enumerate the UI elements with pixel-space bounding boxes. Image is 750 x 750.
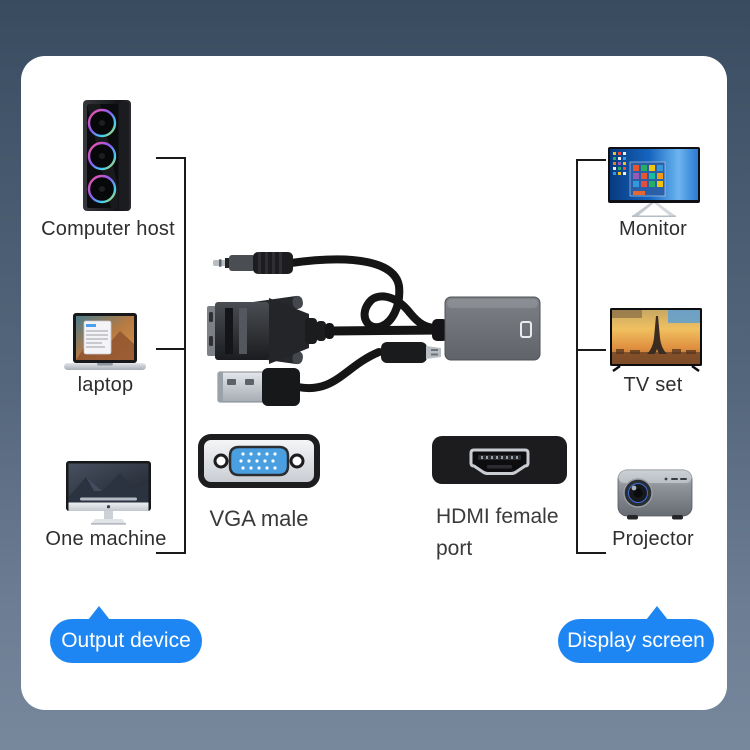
- output-device-badge: Output device: [50, 606, 202, 663]
- device-label-one-machine: One machine: [45, 528, 167, 550]
- desktop-icon-grid: [613, 152, 626, 175]
- vga-to-hdmi-adapter-cable-icon: [207, 252, 541, 406]
- left-bracket-tick-computer-host: [156, 157, 186, 159]
- left-bracket-vertical-line: [184, 157, 186, 554]
- right-bracket-tick-monitor: [576, 159, 606, 161]
- hdmi-female-label: HDMI female port: [436, 505, 559, 560]
- audio-cable: [287, 255, 441, 332]
- display-badge-pointer-icon: [646, 606, 668, 620]
- vga-male-label: VGA male: [209, 506, 309, 531]
- tv-icon: [610, 308, 702, 372]
- laptop-icon: [64, 313, 146, 370]
- device-label-monitor: Monitor: [618, 218, 688, 240]
- display-screen-badge: Display screen: [558, 606, 714, 663]
- hdmi-female-port-icon: [432, 436, 567, 484]
- right-bracket-tick-tv: [576, 349, 606, 351]
- micro-usb-plug: [381, 342, 441, 363]
- vga-male-port-icon: [198, 434, 320, 488]
- device-label-computer-host: Computer host: [41, 218, 175, 240]
- right-bracket-tick-projector: [576, 552, 606, 554]
- left-bracket-tick-laptop: [156, 348, 186, 350]
- output-badge-label: Output device: [61, 629, 191, 652]
- display-badge-label: Display screen: [567, 629, 705, 652]
- output-badge-pointer-icon: [88, 606, 110, 620]
- all-in-one-imac-icon: [66, 461, 151, 525]
- projector-icon: [617, 469, 693, 520]
- vga-pins: [239, 452, 277, 470]
- device-label-projector: Projector: [612, 528, 694, 550]
- vga-side-connector: [207, 295, 334, 365]
- device-label-laptop: laptop: [77, 374, 134, 396]
- audio-jack-plug: [213, 252, 293, 274]
- computer-tower-icon: [83, 100, 131, 211]
- monitor-icon: [608, 147, 700, 217]
- device-label-tv-set: TV set: [623, 374, 683, 396]
- tile-window-grid: [633, 165, 663, 195]
- usb-a-plug: [217, 368, 300, 406]
- adapter-box: [432, 296, 541, 361]
- right-bracket-vertical-line: [576, 159, 578, 554]
- vga-cable: [326, 325, 450, 336]
- hdmi-pins: [481, 456, 518, 459]
- usb-cable: [294, 348, 383, 393]
- left-bracket-tick-one-machine: [156, 552, 186, 554]
